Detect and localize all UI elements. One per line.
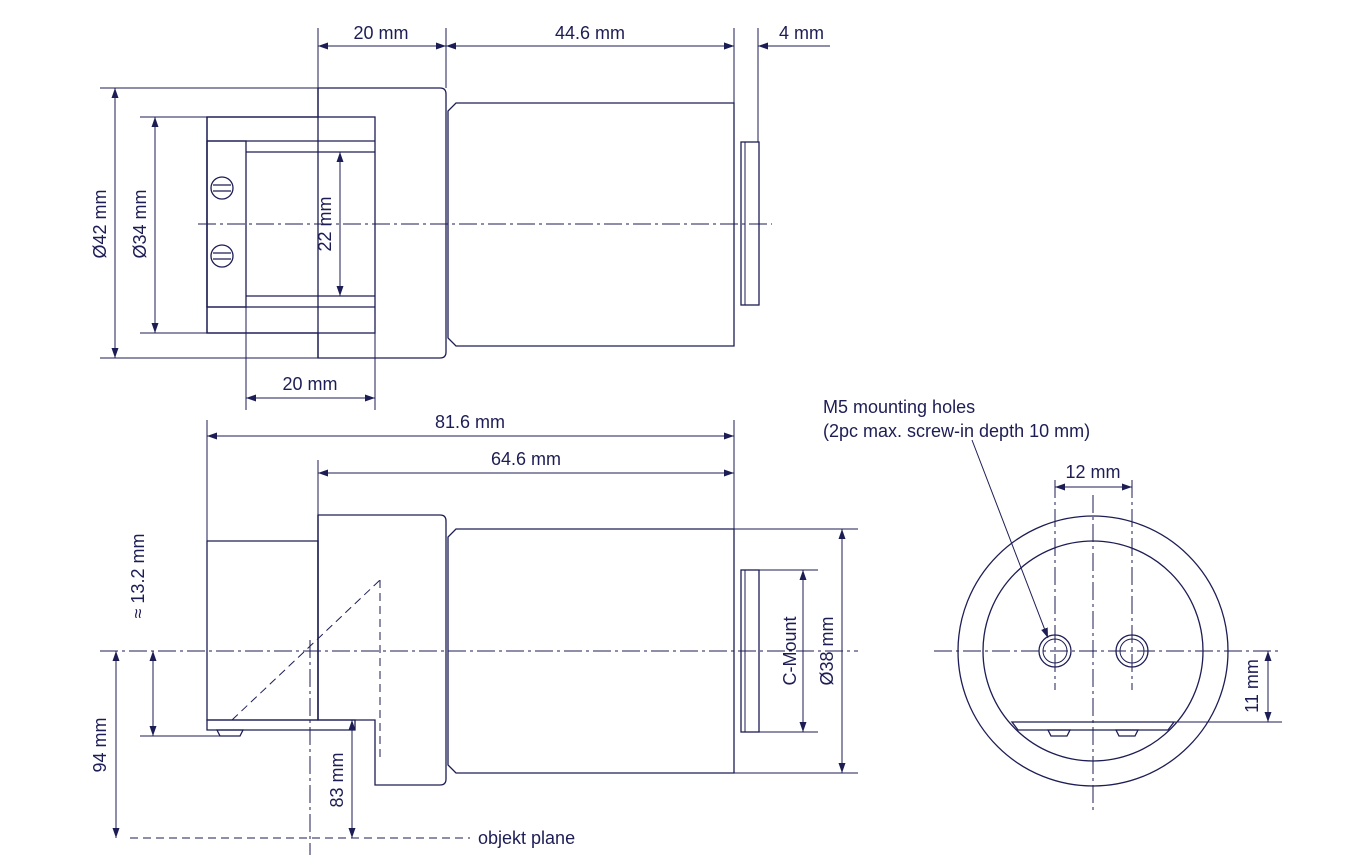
- dim-label-83mm: 83 mm: [327, 752, 347, 807]
- dim-label-22mm: 22 mm: [315, 196, 335, 251]
- dim-label-20mm-bottom: 20 mm: [282, 374, 337, 394]
- screw-icon: [210, 176, 234, 200]
- leader-line: [971, 439, 1049, 639]
- dim-label-objekt-plane: objekt plane: [478, 828, 575, 848]
- side-view: 81.6 mm 64.6 mm ≈ 13.2 mm 94 mm 83 mm ob…: [90, 412, 858, 855]
- dim-label-dia-38: Ø38 mm: [817, 616, 837, 685]
- label-m5-line2: (2pc max. screw-in depth 10 mm): [823, 421, 1090, 441]
- dim-label-81-6mm: 81.6 mm: [435, 412, 505, 432]
- dim-label-4mm: 4 mm: [779, 23, 824, 43]
- screw-icon: [210, 244, 234, 268]
- dim-label-64-6mm: 64.6 mm: [491, 449, 561, 469]
- dim-label-dia-34: Ø34 mm: [130, 189, 150, 258]
- top-view: 20 mm 44.6 mm 4 mm Ø42 mm Ø34 mm 22 mm 2…: [90, 23, 830, 410]
- dim-label-c-mount: C-Mount: [780, 616, 800, 685]
- dim-label-dia-42: Ø42 mm: [90, 189, 110, 258]
- dim-label-94mm: 94 mm: [90, 717, 110, 772]
- dim-label-44-6mm: 44.6 mm: [555, 23, 625, 43]
- label-m5-line1: M5 mounting holes: [823, 397, 975, 417]
- dim-label-12mm: 12 mm: [1065, 462, 1120, 482]
- front-view: M5 mounting holes (2pc max. screw-in dep…: [823, 397, 1282, 810]
- dim-label-13-2mm: ≈ 13.2 mm: [128, 534, 148, 619]
- dim-label-20mm-top: 20 mm: [353, 23, 408, 43]
- dim-label-11mm: 11 mm: [1242, 659, 1262, 713]
